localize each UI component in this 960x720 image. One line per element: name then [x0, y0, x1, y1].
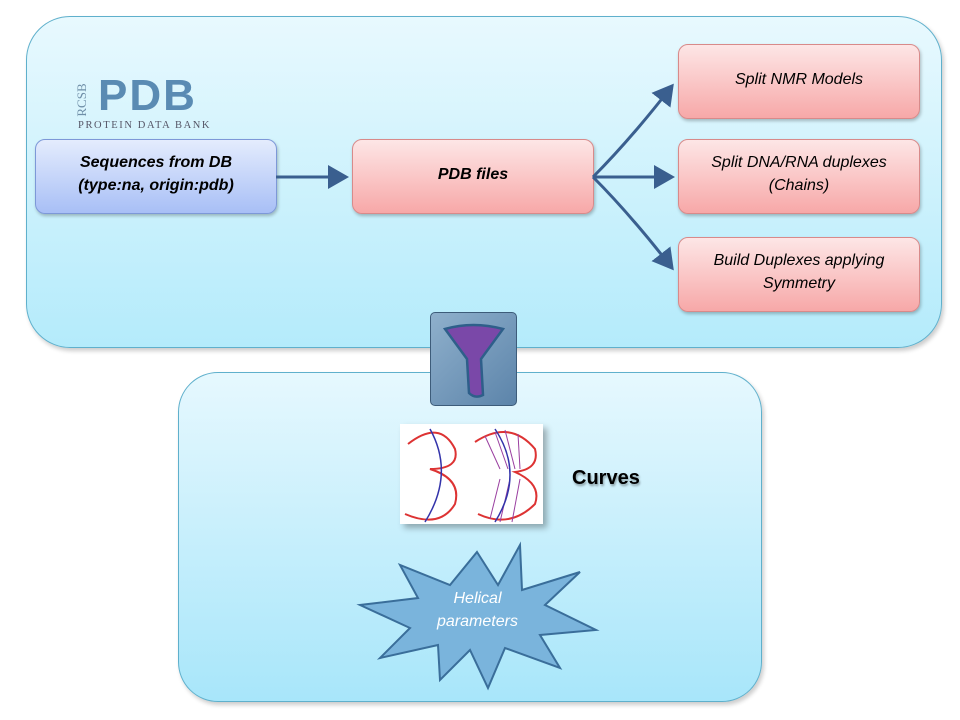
build-duplexes-box [678, 237, 920, 312]
logo-rcsb-text: RCSB [74, 83, 89, 117]
sequences-from-db-box [35, 139, 277, 214]
logo-subtitle: PROTEIN DATA BANK [78, 120, 212, 131]
funnel-filter-icon [430, 312, 517, 406]
split-duplex-line2: (Chains) [768, 177, 830, 194]
split-nmr-label: Split NMR Models [734, 71, 864, 88]
build-duplex-line2: Symmetry [763, 275, 835, 292]
build-duplex-line1: Build Duplexes applying [713, 252, 885, 269]
split-duplex-line1: Split DNA/RNA duplexes [711, 154, 887, 171]
curves-analysis-panel [178, 372, 762, 702]
curves-label: Curves [572, 467, 640, 489]
pdb-files-label: PDB files [437, 166, 509, 183]
logo-pdb-text: PDB [98, 71, 197, 120]
helical-line1: Helical [453, 590, 502, 607]
pdb-files-box [352, 139, 594, 214]
split-duplexes-box [678, 139, 920, 214]
split-nmr-box [678, 44, 920, 119]
sequences-line1: Sequences from DB [79, 154, 233, 171]
helical-line2: parameters [437, 613, 518, 630]
sequences-line2: (type:na, origin:pdb) [78, 177, 234, 194]
dna-helix-image [400, 424, 543, 524]
